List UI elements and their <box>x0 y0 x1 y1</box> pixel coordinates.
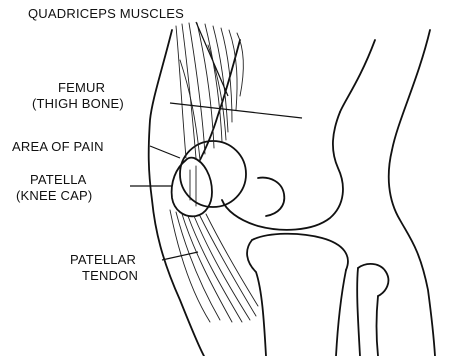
fibula-bone <box>357 264 388 356</box>
label-femur-thigh-bone: (THIGH BONE) <box>32 96 124 112</box>
label-area-of-pain: AREA OF PAIN <box>12 139 104 155</box>
label-quadriceps-muscles: QUADRICEPS MUSCLES <box>28 6 184 22</box>
tibia-back <box>336 270 346 356</box>
fibula-shaft <box>357 268 378 356</box>
patellar-tendon-fibers <box>170 210 258 322</box>
tibia-bone <box>247 234 348 356</box>
label-tendon: TENDON <box>82 268 138 284</box>
tendon-leader <box>162 252 198 260</box>
fibula-head <box>358 264 388 296</box>
label-femur: FEMUR <box>58 80 105 96</box>
tibia-plateau <box>252 234 348 270</box>
label-patella: PATELLA <box>30 172 87 188</box>
patella-bone <box>172 158 212 217</box>
tibia-front <box>247 240 266 356</box>
thigh-back-line <box>340 40 375 112</box>
leg-outline <box>149 30 435 356</box>
femur-condyle-inner <box>258 178 284 216</box>
patella-outline <box>172 158 212 217</box>
label-patella-knee-cap: (KNEE CAP) <box>16 188 92 204</box>
pain-leader <box>150 146 180 158</box>
quadriceps-leader <box>196 22 228 96</box>
back-skin-outline <box>389 30 435 356</box>
label-patellar: PATELLAR <box>70 252 136 268</box>
